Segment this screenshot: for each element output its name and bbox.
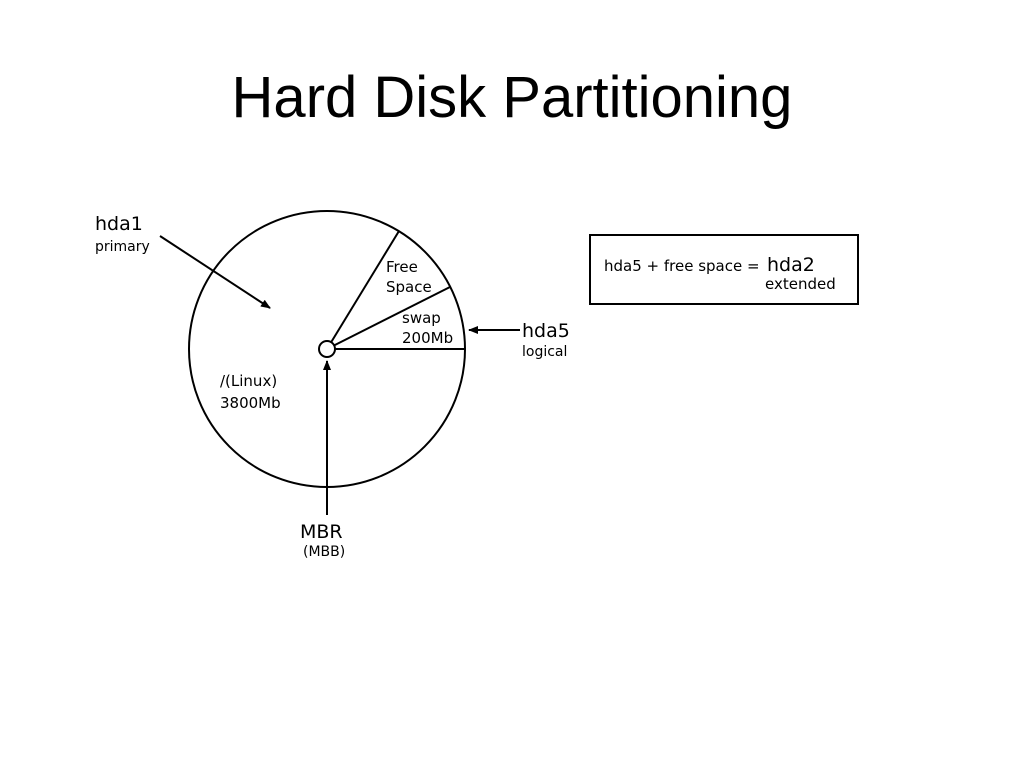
slide-title: Hard Disk Partitioning: [231, 65, 793, 130]
equation-result: hda2: [767, 254, 815, 276]
free-space-label-line1: Free: [386, 258, 418, 276]
linux-label-name: /(Linux): [220, 372, 277, 390]
equation-result-type: extended: [765, 275, 836, 293]
hda1-label: hda1: [95, 213, 143, 235]
equation-lhs: hda5 + free space =: [604, 257, 760, 275]
boundary-swap: [326, 286, 451, 350]
mbr-alt-label: (MBB): [303, 544, 345, 560]
linux-label-size: 3800Mb: [220, 394, 281, 412]
swap-label-size: 200Mb: [402, 329, 453, 347]
hda5-type: logical: [522, 344, 567, 360]
hda1-arrow: [159, 235, 271, 309]
disk-spindle: [318, 340, 336, 358]
mbr-label: MBR: [300, 521, 343, 543]
hda1-type: primary: [95, 239, 150, 255]
equation-box: [589, 234, 859, 305]
swap-label-name: swap: [402, 309, 441, 327]
boundary-free-space: [326, 230, 400, 350]
free-space-label-line2: Space: [386, 278, 432, 296]
hda5-label: hda5: [522, 320, 570, 342]
